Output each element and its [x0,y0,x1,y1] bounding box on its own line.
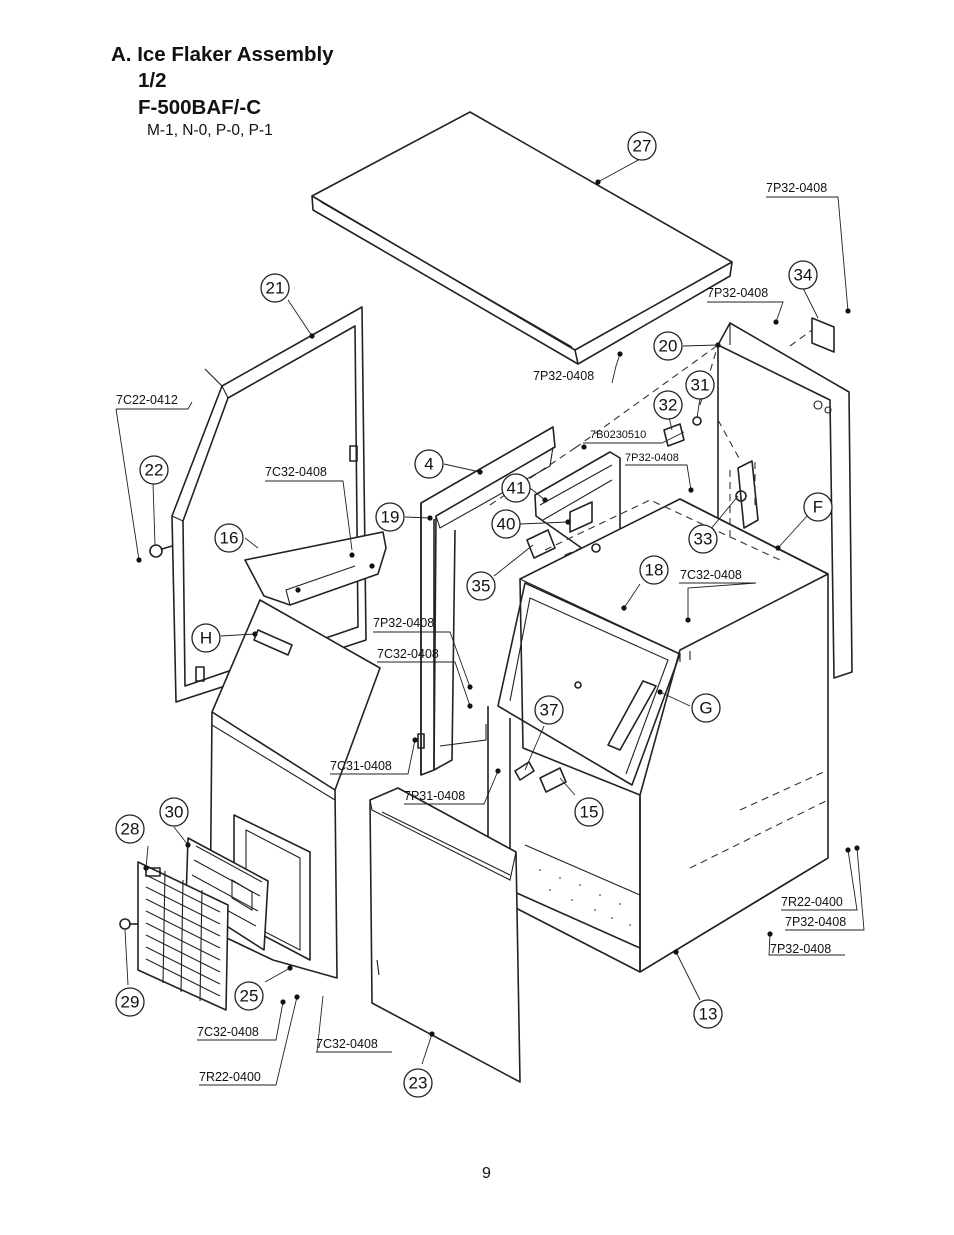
callout-28: 28 [115,814,145,844]
callout-37: 37 [534,695,564,725]
svg-text:37: 37 [540,701,559,720]
svg-text:27: 27 [633,137,652,156]
callout-20: 20 [653,331,683,361]
callout-32: 32 [653,390,683,420]
svg-text:34: 34 [794,266,813,285]
bracket-16 [244,531,387,606]
callout-35: 35 [466,571,496,601]
item-callouts: 27 21 34 20 31 32 22 4 41 19 40 16 35 18… [115,131,833,1098]
svg-text:29: 29 [121,993,140,1012]
top-panel [311,111,733,365]
part-number: 7R22-0400 [199,1070,261,1084]
part-number: 7R22-0400 [781,895,843,909]
part-number: 7C32-0408 [265,465,327,479]
callout-27: 27 [627,131,657,161]
callout-15: 15 [574,797,604,827]
part-number: 7C32-0408 [680,568,742,582]
svg-text:16: 16 [220,529,239,548]
page-title: A. Ice Flaker Assembly [111,43,334,66]
callout-25: 25 [234,981,264,1011]
part-number: 7P32-0408 [785,915,846,929]
callout-34: 34 [788,260,818,290]
callout-22: 22 [139,455,169,485]
cabinet-base-texture [539,869,631,926]
callout-29: 29 [115,987,145,1017]
part-number: 7P32-0408 [625,452,679,464]
control-box [729,460,759,540]
svg-text:F: F [813,498,823,517]
svg-text:21: 21 [266,279,285,298]
svg-text:22: 22 [145,461,164,480]
part-number: 7P32-0408 [770,942,831,956]
part-number: 7C22-0412 [116,393,178,407]
svg-text:30: 30 [165,803,184,822]
page-fraction: 1/2 [138,69,167,92]
part-number: 7B0230510 [590,429,646,441]
callout-23: 23 [403,1068,433,1098]
filter [185,837,269,951]
leader-lines [115,157,865,1086]
svg-text:H: H [200,629,212,648]
callout-31: 31 [685,370,715,400]
callout-41: 41 [501,473,531,503]
svg-text:32: 32 [659,396,678,415]
svg-text:20: 20 [659,337,678,356]
callout-21: 21 [260,273,290,303]
part-number: 7P32-0408 [766,181,827,195]
svg-text:4: 4 [424,455,433,474]
part-number: 7P32-0408 [533,369,594,383]
callout-F: F [803,492,833,522]
page-number: 9 [482,1165,491,1182]
svg-text:41: 41 [507,479,526,498]
svg-text:31: 31 [691,376,710,395]
svg-text:23: 23 [409,1074,428,1093]
callout-40: 40 [491,509,521,539]
svg-text:19: 19 [381,508,400,527]
model-number: F-500BAF/-C [138,96,262,119]
svg-text:40: 40 [497,515,516,534]
svg-text:G: G [699,699,712,718]
svg-text:35: 35 [472,577,491,596]
callout-18: 18 [639,555,669,585]
callout-4: 4 [414,449,444,479]
callout-G: G [691,693,721,723]
part-number-labels: 7P32-0408 7P32-0408 7P32-0408 7C22-0412 … [116,181,846,1084]
callout-33: 33 [688,524,718,554]
cabinet [487,498,829,973]
svg-text:13: 13 [699,1005,718,1024]
fasteners [119,416,702,930]
front-door-panel [369,787,521,1083]
revision-codes: M-1, N-0, P-0, P-1 [147,122,273,139]
bin-door [514,761,567,793]
part-number: 7P32-0408 [373,616,434,630]
part-number: 7P32-0408 [707,286,768,300]
part-number: 7C32-0408 [197,1025,259,1039]
callout-16: 16 [214,523,244,553]
part-number: 7P31-0408 [404,789,465,803]
svg-text:15: 15 [580,803,599,822]
callout-13: 13 [693,999,723,1029]
callout-19: 19 [375,502,405,532]
svg-text:25: 25 [240,987,259,1006]
svg-text:18: 18 [645,561,664,580]
callout-30: 30 [159,797,189,827]
svg-text:33: 33 [694,530,713,549]
inner-frame [417,426,556,776]
part-number: 7C32-0408 [316,1037,378,1051]
fastener-dots [136,179,860,1037]
louver-grille [137,861,229,1011]
callout-H: H [191,623,221,653]
part-number: 7C32-0408 [377,647,439,661]
part-number: 7C31-0408 [330,759,392,773]
svg-text:28: 28 [121,820,140,839]
